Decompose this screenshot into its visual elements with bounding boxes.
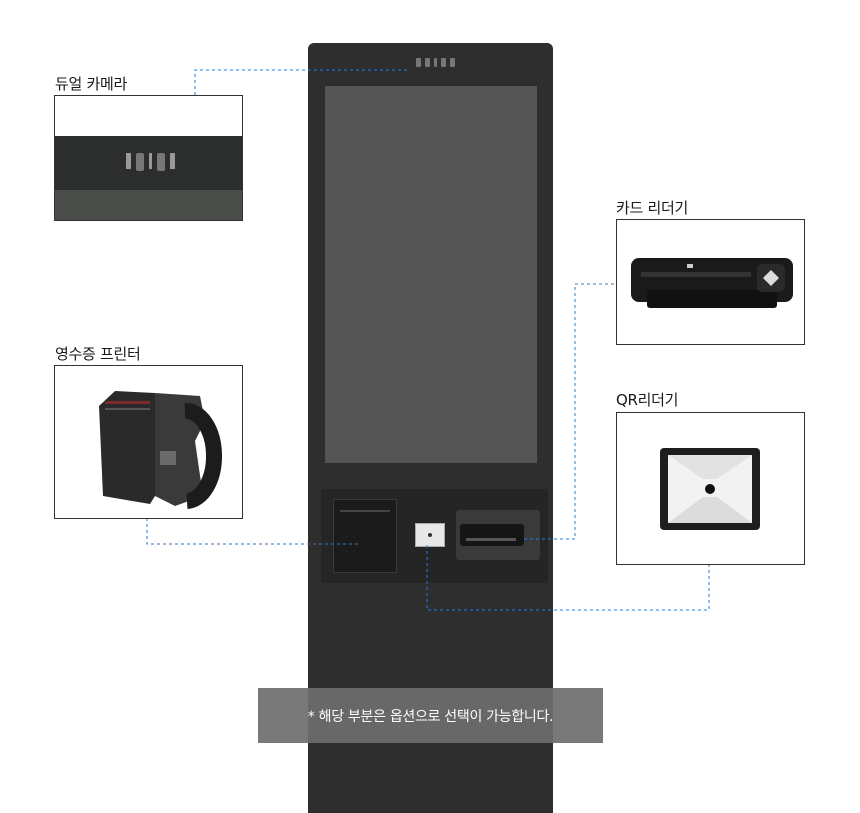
receipt-printer-label: 영수증 프린터 (55, 345, 141, 363)
dual-camera-label: 듀얼 카메라 (55, 75, 127, 93)
kiosk-printer-module (333, 499, 397, 573)
qr-reader-image (616, 412, 805, 565)
kiosk-camera (416, 58, 455, 67)
card-reader-image (616, 219, 805, 345)
qr-leader-line (426, 545, 710, 611)
dual-camera-image (54, 95, 243, 221)
printer-leader-line (146, 518, 358, 545)
qr-reader-label: QR리더기 (616, 391, 679, 409)
qr-reader-icon (660, 448, 760, 530)
card-reader-label: 카드 리더기 (616, 199, 688, 217)
camera-leader-line (194, 69, 410, 95)
camera-lens-icon (126, 153, 175, 171)
kiosk-qr-window (415, 523, 445, 547)
option-notice: * 해당 부분은 옵션으로 선택이 가능합니다. (258, 688, 603, 743)
printer-icon (99, 391, 222, 509)
receipt-printer-image (54, 365, 243, 519)
card-reader-icon (631, 258, 793, 308)
kiosk-screen (325, 86, 537, 463)
kiosk-card-reader (456, 510, 540, 560)
card-reader-leader-line (524, 283, 616, 540)
